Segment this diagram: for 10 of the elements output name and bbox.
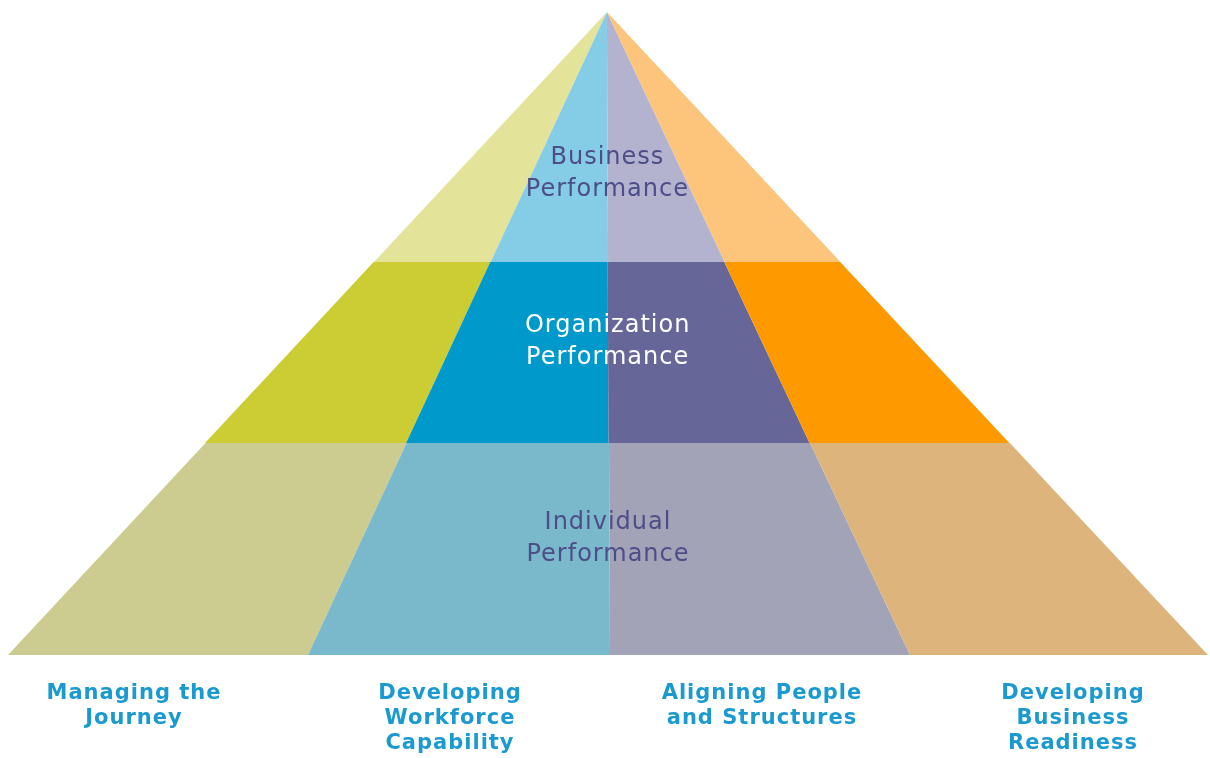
pyramid-tier <box>205 262 1010 443</box>
column-label: Developing Workforce Capability <box>377 680 523 755</box>
column-label: Aligning People and Structures <box>660 680 864 730</box>
tier-label: Individual Performance <box>525 506 691 569</box>
column-label: Developing Business Readiness <box>1000 680 1146 755</box>
tier-label: Business Performance <box>524 141 690 204</box>
tier-label: Organization Performance <box>523 309 692 372</box>
pyramid-tier <box>8 443 1208 655</box>
column-label: Managing the Journey <box>45 680 223 730</box>
pyramid-tier <box>374 12 841 262</box>
